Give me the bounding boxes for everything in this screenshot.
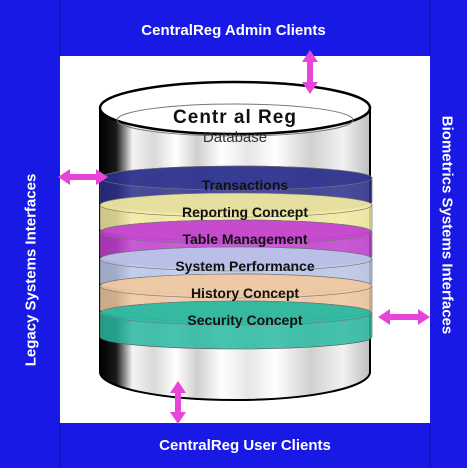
admin-clients-label: CentralReg Admin Clients [141,22,326,39]
layer-band-history-concept-rim [99,273,373,299]
database-subtitle: Database [202,129,268,146]
legacy-systems-label: Legacy Systems Interfaces [22,173,40,367]
layer-label-transactions: Transactions [201,177,289,193]
frame-bottom-band [0,423,467,468]
arrow-user-clients [170,381,186,424]
database-title: Centr al Reg [173,107,297,128]
layer-bands [99,165,373,350]
frame-right-band [430,0,467,468]
layer-band-system-performance-rim [99,246,373,272]
frame-left-band [0,0,60,468]
layer-label-reporting-concept: Reporting Concept [182,204,308,220]
layer-label-security-concept: Security Concept [187,312,303,328]
database-cylinder-top-inner [116,103,354,137]
layer-label-table-management: Table Management [182,231,308,247]
biometrics-systems-label: Biometrics Systems Interfaces [438,115,456,335]
arrow-biometrics-systems [378,309,430,325]
arrow-legacy-systems [58,169,108,185]
layer-band-reporting-concept-rim [99,192,373,218]
layer-label-history-concept: History Concept [190,285,300,301]
frame-top-band [0,0,467,56]
arrow-admin-clients [302,50,318,94]
layer-label-system-performance: System Performance [175,258,315,274]
user-clients-label: CentralReg User Clients [159,437,331,454]
layer-band-security-concept-rim [99,300,373,326]
layer-band-table-management-rim [99,219,373,245]
database-cylinder-top [98,80,372,136]
